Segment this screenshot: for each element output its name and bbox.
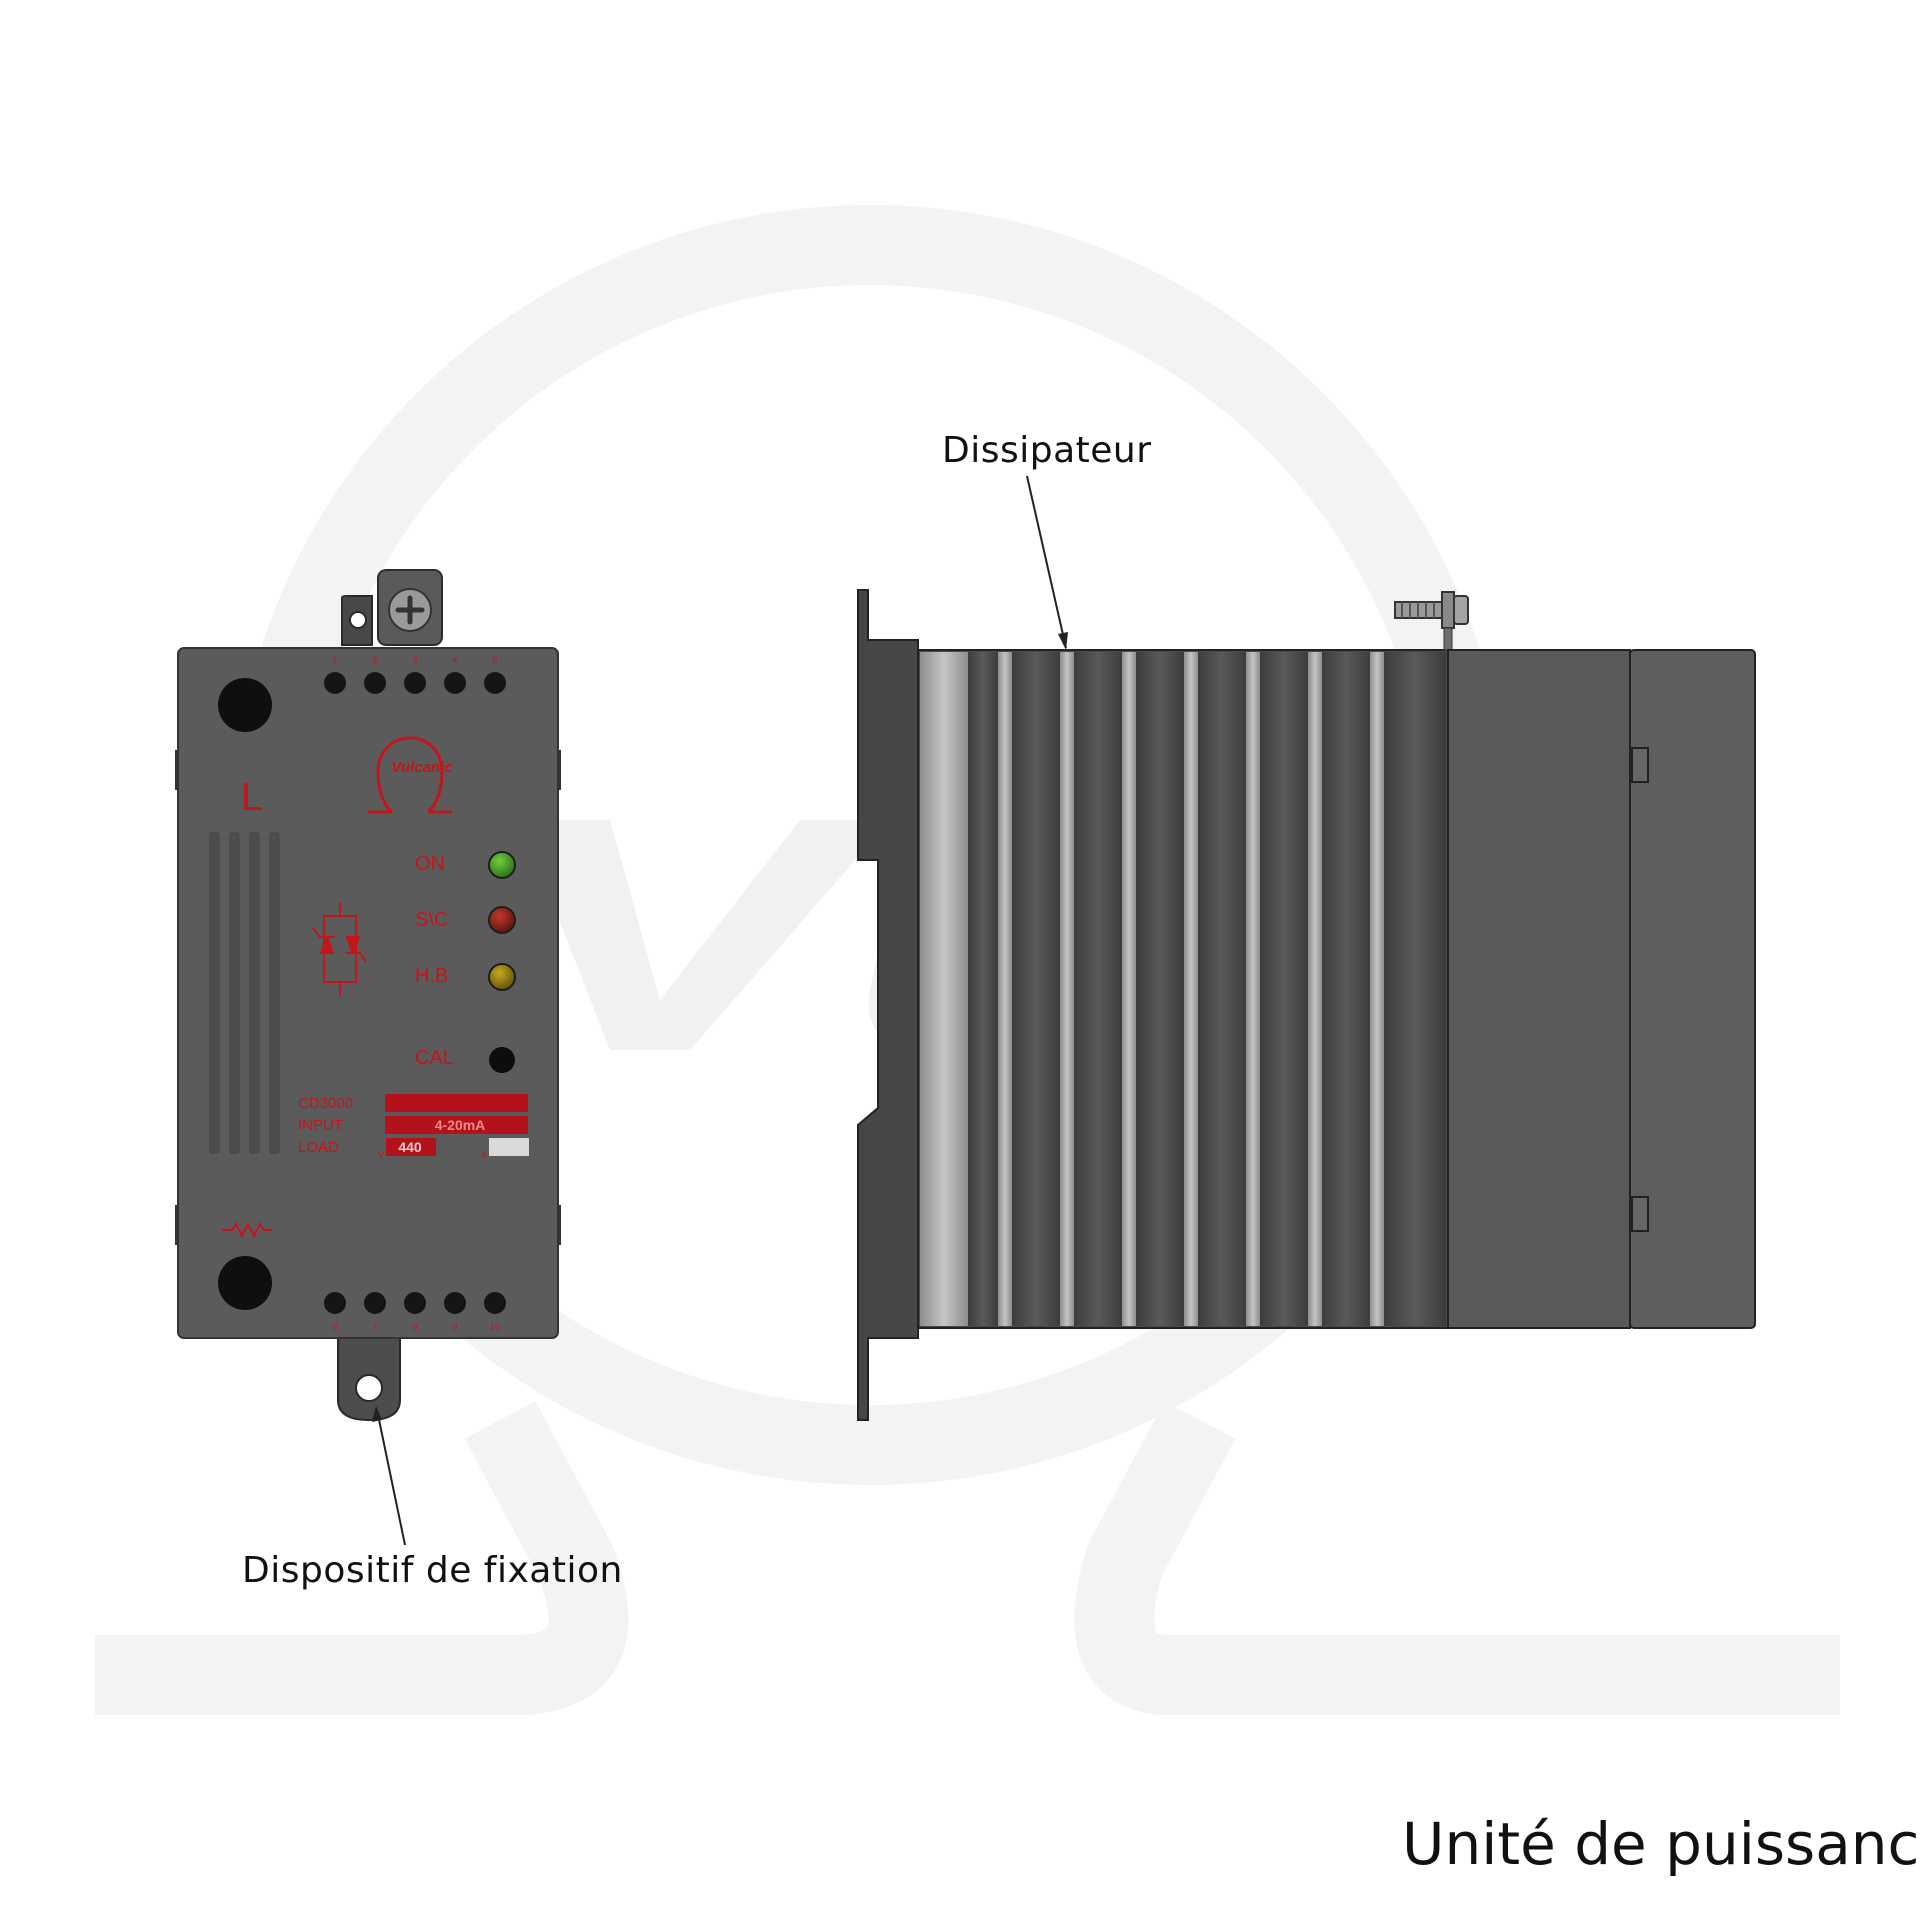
heatsink-fins	[920, 652, 1446, 1326]
terminal-numbers-top: 1 2 3 4 5	[332, 655, 497, 665]
voltage-field	[386, 1138, 436, 1156]
end-cover	[1629, 649, 1756, 1329]
leader-line-mounting	[376, 1409, 406, 1546]
voltage-unit: V	[378, 1150, 384, 1160]
led-label: S\C	[415, 909, 448, 931]
front-hole-top	[218, 678, 272, 732]
callout-heatsink: Dissipateur	[942, 430, 1152, 471]
brand-name: Vulcanic	[391, 759, 453, 776]
input-field	[385, 1116, 528, 1134]
bottom-mounting-hole	[355, 1374, 383, 1402]
input-value: 4-20mA	[435, 1117, 486, 1133]
cover-latch-top	[1631, 747, 1649, 783]
screw-cross-icon	[395, 595, 425, 625]
led-label: ON	[415, 853, 445, 875]
side-view	[857, 589, 1756, 1421]
cal-button[interactable]	[489, 1047, 515, 1073]
led-hb-row: H.B	[415, 963, 516, 991]
terminal-number: 7	[372, 1322, 377, 1332]
nameplate: CD3000 INPUT LOAD 4-20mA V 440 A	[298, 1094, 529, 1160]
cal-label: CAL	[415, 1047, 454, 1069]
led-on-row: ON	[415, 851, 516, 879]
terminal-numbers-bottom: 6 7 8 9 10	[332, 1322, 500, 1332]
led-sc-row: S\C	[415, 906, 516, 934]
side-screw	[1394, 591, 1469, 651]
terminal-number: 2	[372, 655, 377, 665]
terminal-number: 8	[412, 1322, 417, 1332]
callout-mounting-device: Dispositif de fixation	[242, 1550, 623, 1591]
page-title: Unité de puissance	[1402, 1810, 1920, 1878]
thyristor-symbol-icon	[312, 902, 367, 996]
terminal-row-top	[324, 672, 506, 694]
cover-latch-bottom	[1631, 1196, 1649, 1232]
top-mounting-hole	[349, 611, 367, 629]
load-label: LOAD	[298, 1139, 339, 1156]
electronics-housing	[1447, 649, 1631, 1329]
terminal-number: 6	[332, 1322, 337, 1332]
voltage-value: 440	[398, 1139, 422, 1155]
front-housing	[177, 647, 559, 1339]
terminal-number: 1	[332, 655, 337, 665]
terminal-number: 5	[492, 655, 497, 665]
terminal-number: 10	[490, 1322, 500, 1332]
model-field	[385, 1094, 528, 1112]
terminal-number: 3	[412, 655, 417, 665]
led-hb-indicator	[488, 963, 516, 991]
terminal-number: 9	[452, 1322, 457, 1332]
vent-slots	[209, 832, 280, 1154]
front-view: 1 2 3 4 5 6 7 8 9 10 Vulcanic L	[175, 569, 561, 1422]
cal-row: CAL	[415, 1047, 515, 1073]
current-unit: A	[481, 1150, 487, 1160]
leader-line-heatsink	[1026, 475, 1067, 649]
terminal-number: 4	[452, 655, 457, 665]
arrowhead-heatsink	[1058, 632, 1068, 650]
vulcanic-logo: Vulcanic	[368, 736, 453, 814]
arrowhead-mounting	[372, 1406, 382, 1422]
terminal-row-bottom	[324, 1292, 506, 1314]
led-label: H.B	[415, 965, 448, 987]
din-rail-clip	[857, 589, 919, 1421]
current-field	[489, 1138, 529, 1156]
front-hole-bottom	[218, 1256, 272, 1310]
led-on-indicator	[488, 851, 516, 879]
side-letter: L	[241, 775, 263, 819]
led-sc-indicator	[488, 906, 516, 934]
model-label: CD3000	[298, 1095, 353, 1112]
input-label: INPUT	[298, 1117, 343, 1134]
resistor-symbol-icon	[222, 1221, 272, 1239]
